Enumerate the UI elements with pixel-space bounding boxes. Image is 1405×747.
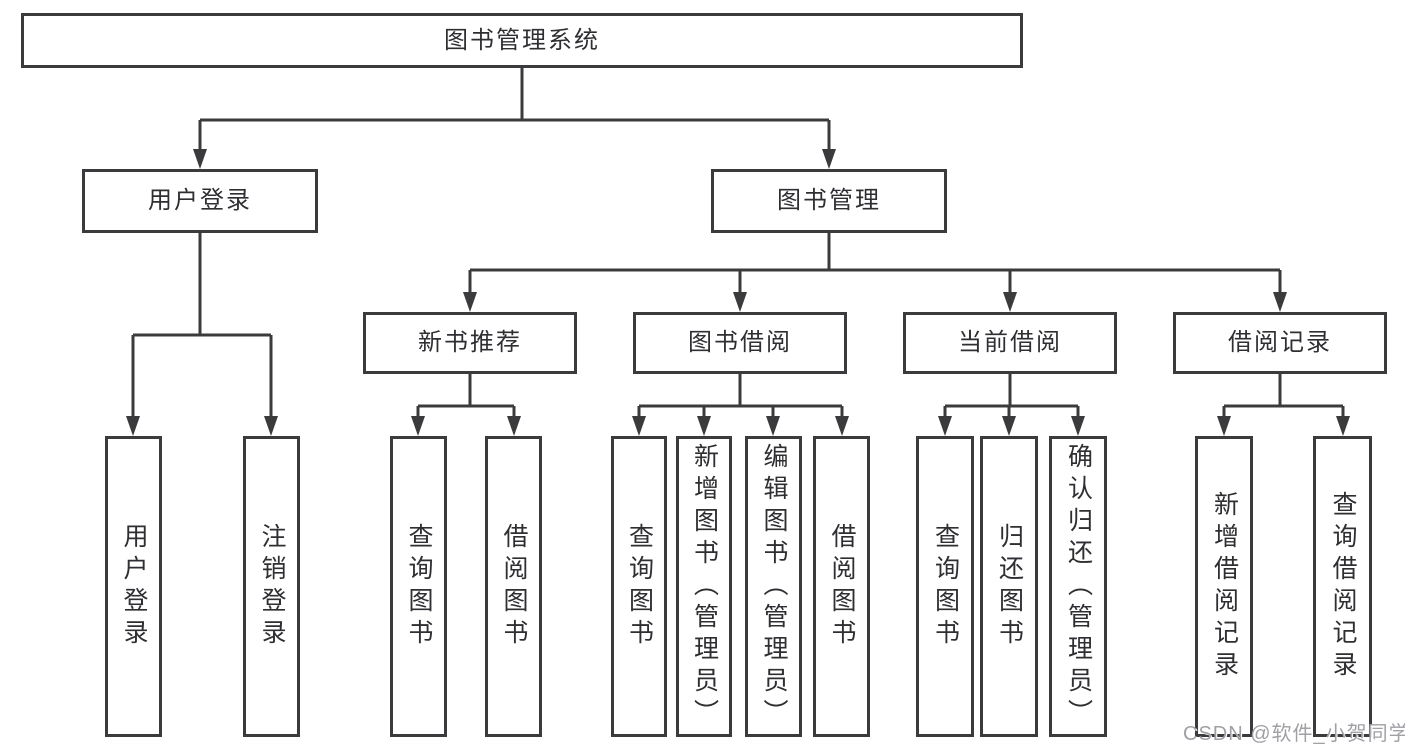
node-user-login: 用户登录 [82, 169, 318, 233]
leaf-borrow-book-rec-label: 借阅图书 [500, 522, 528, 651]
leaf-user-login: 用户登录 [105, 436, 162, 737]
leaf-return-book-label: 归还图书 [995, 522, 1024, 651]
leaf-borrow-book-label: 借阅图书 [828, 522, 856, 651]
connector-book-management-to-level3 [463, 233, 1287, 312]
leaf-logout-label: 注销登录 [258, 522, 286, 651]
node-library-management-system-label: 图书管理系统 [444, 26, 600, 54]
node-book-borrowing-label: 图书借阅 [688, 329, 792, 356]
leaf-query-borrow-record: 查询借阅记录 [1313, 436, 1372, 737]
connector-user-login-to-leaves [126, 233, 278, 436]
leaf-query-book-current: 查询图书 [916, 436, 974, 737]
leaf-query-book-borrow-label: 查询图书 [625, 522, 654, 651]
leaf-add-book-admin-label: 新增图书（管理员） [690, 442, 719, 731]
leaf-logout: 注销登录 [243, 436, 300, 737]
leaf-user-login-label: 用户登录 [120, 522, 148, 651]
node-borrowing-records-label: 借阅记录 [1228, 329, 1332, 356]
leaf-edit-book-admin-label: 编辑图书（管理员） [760, 442, 788, 731]
connector-root-to-level2 [193, 68, 836, 169]
connector-book-borrow-to-leaves [632, 374, 849, 436]
leaf-return-book: 归还图书 [980, 436, 1038, 737]
leaf-add-book-admin: 新增图书（管理员） [676, 436, 732, 737]
leaf-borrow-book-rec: 借阅图书 [485, 436, 542, 737]
node-library-management-system: 图书管理系统 [21, 13, 1023, 68]
connector-current-borrow-to-leaves [938, 374, 1085, 436]
node-current-borrowing-label: 当前借阅 [958, 329, 1062, 356]
csdn-watermark: CSDN @软件_小贺同学 [1183, 723, 1405, 745]
node-book-borrowing: 图书借阅 [633, 312, 847, 374]
connector-new-book-rec-to-leaves [411, 374, 521, 436]
leaf-add-borrow-record: 新增借阅记录 [1195, 436, 1253, 737]
node-book-management-label: 图书管理 [777, 187, 881, 214]
node-new-book-recommendation-label: 新书推荐 [418, 329, 522, 356]
leaf-query-book-rec-label: 查询图书 [405, 522, 433, 651]
leaf-borrow-book: 借阅图书 [813, 436, 870, 737]
connector-borrow-record-to-leaves [1217, 374, 1350, 436]
leaf-query-book-borrow: 查询图书 [611, 436, 667, 737]
leaf-query-borrow-record-label: 查询借阅记录 [1329, 490, 1357, 683]
node-new-book-recommendation: 新书推荐 [363, 312, 577, 374]
leaf-add-borrow-record-label: 新增借阅记录 [1210, 490, 1239, 683]
node-book-management: 图书管理 [711, 169, 947, 233]
node-user-login-label: 用户登录 [148, 187, 252, 214]
node-current-borrowing: 当前借阅 [903, 312, 1117, 374]
leaf-confirm-return-admin: 确认归还（管理员） [1049, 436, 1107, 737]
node-borrowing-records: 借阅记录 [1173, 312, 1387, 374]
leaf-query-book-rec: 查询图书 [390, 436, 447, 737]
leaf-query-book-current-label: 查询图书 [931, 522, 960, 651]
leaf-confirm-return-admin-label: 确认归还（管理员） [1064, 442, 1093, 731]
leaf-edit-book-admin: 编辑图书（管理员） [745, 436, 802, 737]
